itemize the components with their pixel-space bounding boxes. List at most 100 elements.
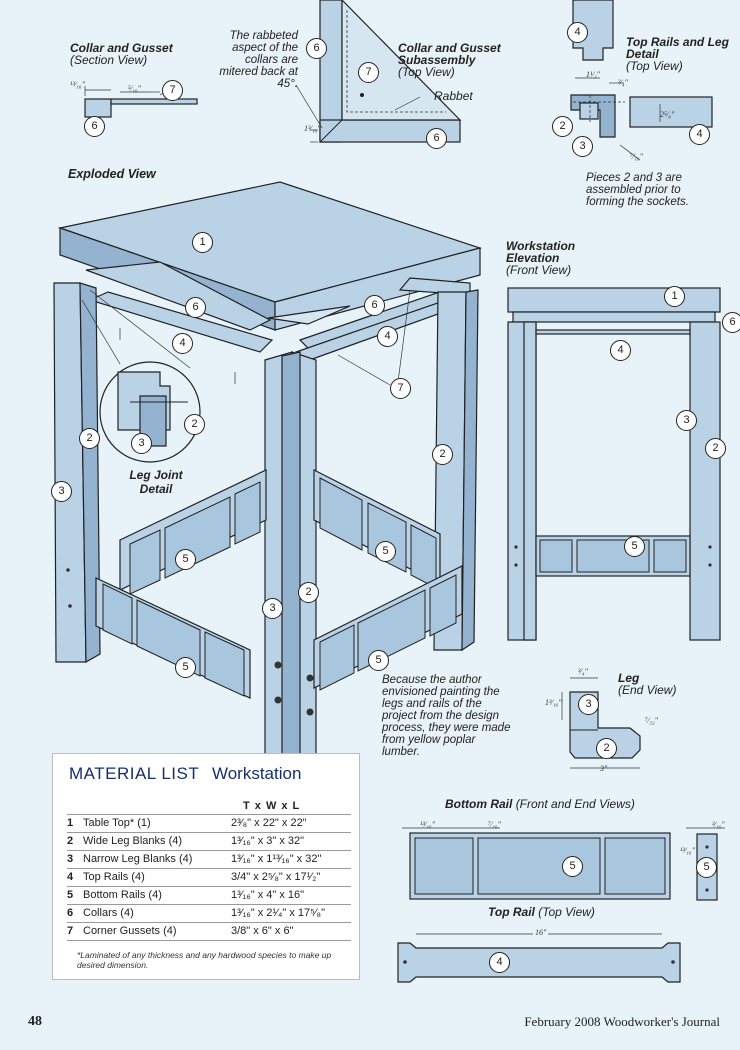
bottom-rail-dim-a: ¹³⁄₁₆" (420, 820, 436, 829)
leg-joint-title: Leg Joint Detail (129, 468, 183, 496)
callout-4: 4 (377, 326, 398, 347)
subassembly-label: Collar and Gusset Subassembly (Top View) (398, 42, 510, 79)
journal-footer: February 2008 Woodworker's Journal (524, 1014, 720, 1029)
row-number: 3 (67, 853, 74, 865)
material-list-heading-a: MATERIAL LIST (69, 764, 200, 783)
top-rail-title: Top Rail (488, 905, 535, 919)
row-number: 4 (67, 871, 74, 883)
callout-3: 3 (51, 481, 72, 502)
callout-2: 2 (432, 444, 453, 465)
top-rails-dim-d: ⁷⁄₁₆" (630, 152, 644, 161)
callout-3: 3 (578, 694, 599, 715)
callout-5: 5 (175, 549, 196, 570)
top-rail-label: Top Rail (Top View) (488, 906, 595, 919)
top-rails-detail-title: Top Rails and Leg Detail (626, 35, 729, 61)
exploded-view-title: Exploded View (68, 167, 156, 181)
elevation-subtitle: (Front View) (506, 263, 572, 277)
callout-2: 2 (705, 438, 726, 459)
material-list-footnote: *Laminated of any thickness and any hard… (77, 950, 332, 970)
callout-2: 2 (184, 414, 205, 435)
row-number: 5 (67, 889, 74, 901)
top-rails-dim-a: 1¹⁄₂" (586, 70, 600, 79)
callout-4: 4 (610, 340, 631, 361)
top-rails-detail-subtitle: (Top View) (626, 59, 683, 73)
rabbet-note: The rabbeted aspect of the collars are m… (219, 30, 298, 90)
row-number: 7 (67, 925, 74, 937)
bottom-rail-label: Bottom Rail (Front and End Views) (445, 798, 635, 811)
material-list-column-header: T x W x L (243, 800, 301, 812)
callout-4: 4 (489, 952, 510, 973)
callout-6: 6 (364, 295, 385, 316)
section-view-drawing (84, 86, 198, 122)
top-rails-detail-drawing (570, 0, 713, 161)
rabbet-label: Rabbet (434, 89, 473, 103)
row-dims: 2³⁄₈" x 22" x 22" (231, 817, 307, 829)
callout-2: 2 (298, 582, 319, 603)
leg-end-title: Leg (618, 671, 640, 685)
leg-end-dim-d: 3" (600, 764, 608, 773)
callout-3: 3 (262, 598, 283, 619)
section-view-subtitle: (Section View) (70, 53, 148, 67)
row-dims: 1³⁄₁₆" x 3" x 32" (231, 835, 305, 847)
leg-end-subtitle: (End View) (618, 683, 677, 697)
callout-5: 5 (562, 856, 583, 877)
elevation-title: Workstation Elevation (506, 239, 576, 265)
callout-5: 5 (375, 541, 396, 562)
section-view-title: Collar and Gusset (70, 41, 173, 55)
leg-end-dim-c: ⁷⁄₃₂" (645, 716, 659, 725)
callout-7: 7 (162, 80, 183, 101)
callout-5: 5 (368, 650, 389, 671)
callout-6: 6 (426, 128, 447, 149)
elevation-drawing (507, 287, 721, 641)
row-dims: 3/4" x 2⁵⁄₈" x 17¹⁄₂" (231, 871, 321, 883)
material-list-heading: MATERIAL LIST Workstation (69, 764, 301, 784)
section-dim-a: ¹³⁄₁₆" (70, 80, 86, 89)
top-rails-detail-label: Top Rails and Leg Detail (Top View) (626, 36, 736, 73)
callout-2: 2 (596, 738, 617, 759)
row-part: Narrow Leg Blanks (4) (83, 853, 193, 865)
row-part: Corner Gussets (4) (83, 925, 177, 937)
callout-1: 1 (664, 286, 685, 307)
row-dims: 1³⁄₁₆" x 2¹⁄₄" x 17⁵⁄₈" (231, 907, 326, 919)
callout-3: 3 (676, 410, 697, 431)
callout-4: 4 (172, 333, 193, 354)
row-dims: 1³⁄₁₆" x 4" x 16" (231, 889, 305, 901)
bottom-rail-subtitle: (Front and End Views) (515, 797, 635, 811)
author-note: Because the author envisioned painting t… (382, 674, 511, 758)
row-number: 6 (67, 907, 74, 919)
bottom-rail-dim-b: ⁷⁄₁₆" (488, 820, 502, 829)
callout-6: 6 (185, 297, 206, 318)
page-number: 48 (28, 1014, 42, 1029)
elevation-label: Workstation Elevation (Front View) (506, 240, 616, 277)
callout-1: 1 (192, 232, 213, 253)
callout-2: 2 (79, 428, 100, 449)
row-number: 2 (67, 835, 74, 847)
top-rails-dim-c: 2⁵⁄₈" (660, 110, 675, 119)
subassembly-dim: 1³⁄₁₆" (304, 124, 321, 133)
bottom-rail-dim-d: ¹³⁄₁₆" (680, 846, 696, 855)
table-row: 5 Bottom Rails (4) 1³⁄₁₆" x 4" x 16" (67, 886, 351, 904)
row-part: Bottom Rails (4) (83, 889, 162, 901)
bottom-rail-title: Bottom Rail (445, 797, 513, 811)
callout-2: 2 (552, 116, 573, 137)
callout-5: 5 (175, 657, 196, 678)
leg-end-dim-a: ³⁄₄" (578, 667, 588, 676)
callout-6: 6 (722, 312, 740, 333)
leg-end-dim-b: 1³⁄₁₆" (545, 698, 562, 707)
top-rails-note: Pieces 2 and 3 are assembled prior to fo… (586, 172, 689, 208)
leg-end-label: Leg (End View) (618, 672, 676, 697)
section-dim-b: ⁵⁄₁₆" (128, 84, 142, 93)
material-list-heading-b: Workstation (211, 764, 302, 783)
top-rail-dim: 16" (533, 928, 549, 937)
callout-7: 7 (390, 378, 411, 399)
section-view-label: Collar and Gusset (Section View) (70, 42, 173, 67)
